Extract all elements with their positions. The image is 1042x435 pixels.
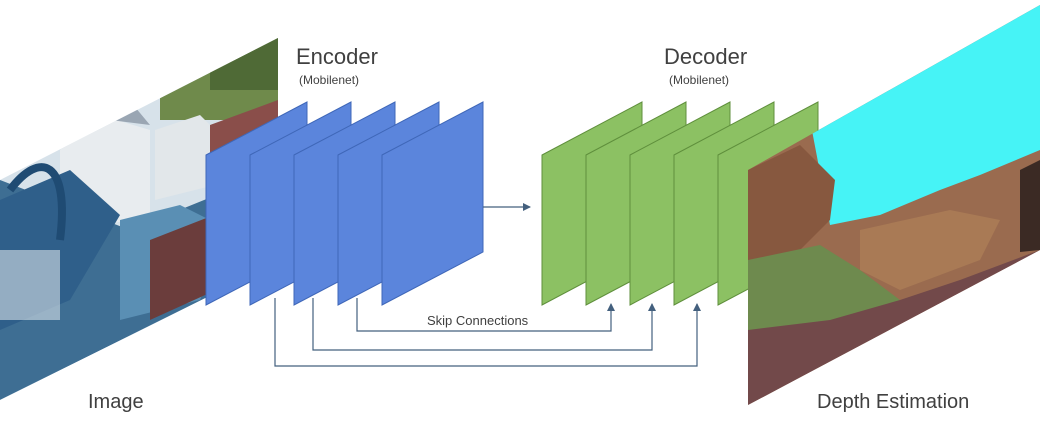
encoder-plane-5 xyxy=(381,101,484,306)
decoder-subtitle: (Mobilenet) xyxy=(669,73,730,87)
depth-map xyxy=(748,5,1040,405)
encoder-title: Encoder xyxy=(296,44,378,69)
input-image-label: Image xyxy=(88,391,144,413)
skip-connection-3 xyxy=(274,298,701,367)
depth-estimation-label: Depth Estimation xyxy=(817,391,970,413)
skip-connections xyxy=(274,298,701,367)
decoder-title: Decoder xyxy=(664,44,748,69)
skip-connection-2 xyxy=(312,298,656,351)
skip-connections-label: Skip Connections xyxy=(427,313,529,328)
encoder-subtitle: (Mobilenet) xyxy=(299,73,360,87)
encoder-planes xyxy=(205,101,484,306)
skip-connection-1 xyxy=(356,298,615,332)
